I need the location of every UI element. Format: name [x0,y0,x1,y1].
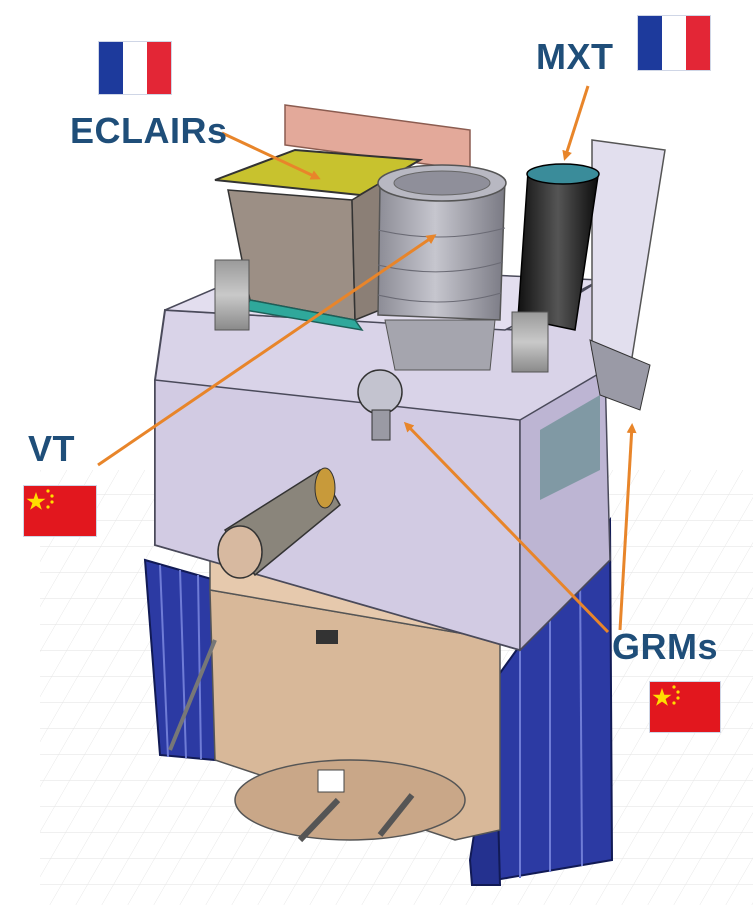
vt-arrow [97,234,437,467]
grm-arrow-right [618,423,637,631]
pointer-arrows [97,85,637,634]
mxt-arrow [562,85,590,161]
eclairs-arrow [221,131,321,180]
france-flag-mxt [638,16,710,70]
eclairs-label: ECLAIRs [70,110,228,151]
france-flag-eclairs [99,42,171,94]
vt-telescope [357,164,507,441]
mxt-label: MXT [536,36,614,77]
mxt-telescope [511,139,666,411]
china-flag-grms [650,682,720,732]
vt-label: VT [28,428,76,469]
front-cylinder [217,467,341,579]
china-flag-vt [24,486,96,536]
grm-arrow-left [403,421,610,634]
grms-label: GRMs [612,626,719,667]
